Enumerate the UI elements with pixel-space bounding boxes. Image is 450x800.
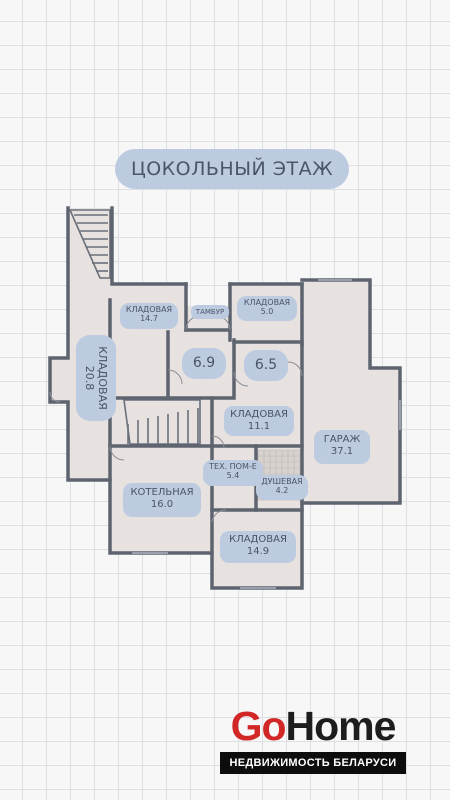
- room-storage-a: КЛАДОВАЯ 14.7: [120, 303, 178, 329]
- room-shower: ДУШЕВАЯ 4.2: [256, 475, 308, 500]
- doors: [49, 315, 303, 523]
- room-area: 6.9: [192, 355, 216, 372]
- room-area: 20.8: [83, 365, 96, 391]
- room-name: КЛАДОВАЯ: [96, 346, 110, 410]
- room-vestibule: ТАМБУР: [191, 305, 229, 319]
- room-storage-c: КЛАДОВАЯ 11.1: [224, 406, 294, 436]
- room-area: 14.9: [246, 545, 270, 557]
- room-storage-d: КЛАДОВАЯ 14.9: [220, 531, 296, 563]
- staircase-middle: [123, 399, 201, 445]
- room-area: 5.4: [226, 471, 240, 481]
- logo-home: Home: [285, 702, 397, 749]
- floor-title: ЦОКОЛЬНЫЙ ЭТАЖ: [115, 149, 349, 189]
- room-name: КЛАДОВАЯ: [125, 305, 173, 314]
- room-area: 5.0: [260, 307, 274, 317]
- staircase-top: [68, 209, 111, 279]
- room-garage: ГАРАЖ 37.1: [314, 430, 370, 464]
- room-name: ТЕХ. ПОМ-Е: [209, 462, 257, 471]
- room-boiler: КОТЕЛЬНАЯ 16.0: [123, 483, 201, 517]
- room-hall-b: 6.5: [244, 350, 288, 381]
- room-area: 16.0: [150, 498, 174, 510]
- windows: [132, 279, 401, 589]
- room-name: КЛАДОВАЯ: [243, 298, 291, 307]
- room-area: 37.1: [330, 445, 354, 457]
- room-storage-stairs: КЛАДОВАЯ 20.8: [76, 335, 116, 421]
- room-name: ГАРАЖ: [323, 434, 361, 445]
- room-area: 14.7: [140, 314, 158, 324]
- room-area: 4.2: [275, 486, 289, 496]
- room-name: КОТЕЛЬНАЯ: [130, 487, 194, 498]
- room-name: КЛАДОВАЯ: [230, 409, 288, 420]
- room-area: 11.1: [247, 420, 271, 432]
- room-tech: ТЕХ. ПОМ-Е 5.4: [203, 460, 263, 486]
- room-name: ДУШЕВАЯ: [261, 477, 303, 486]
- room-name: ТАМБУР: [195, 308, 225, 316]
- logo-tagline: НЕДВИЖИМОСТЬ БЕЛАРУСИ: [220, 752, 406, 774]
- room-storage-b: КЛАДОВАЯ 5.0: [237, 296, 297, 321]
- room-name: КЛАДОВАЯ: [229, 534, 287, 545]
- room-area: 6.5: [254, 357, 278, 374]
- room-hall-a: 6.9: [182, 348, 226, 379]
- logo-go: Go: [230, 702, 287, 749]
